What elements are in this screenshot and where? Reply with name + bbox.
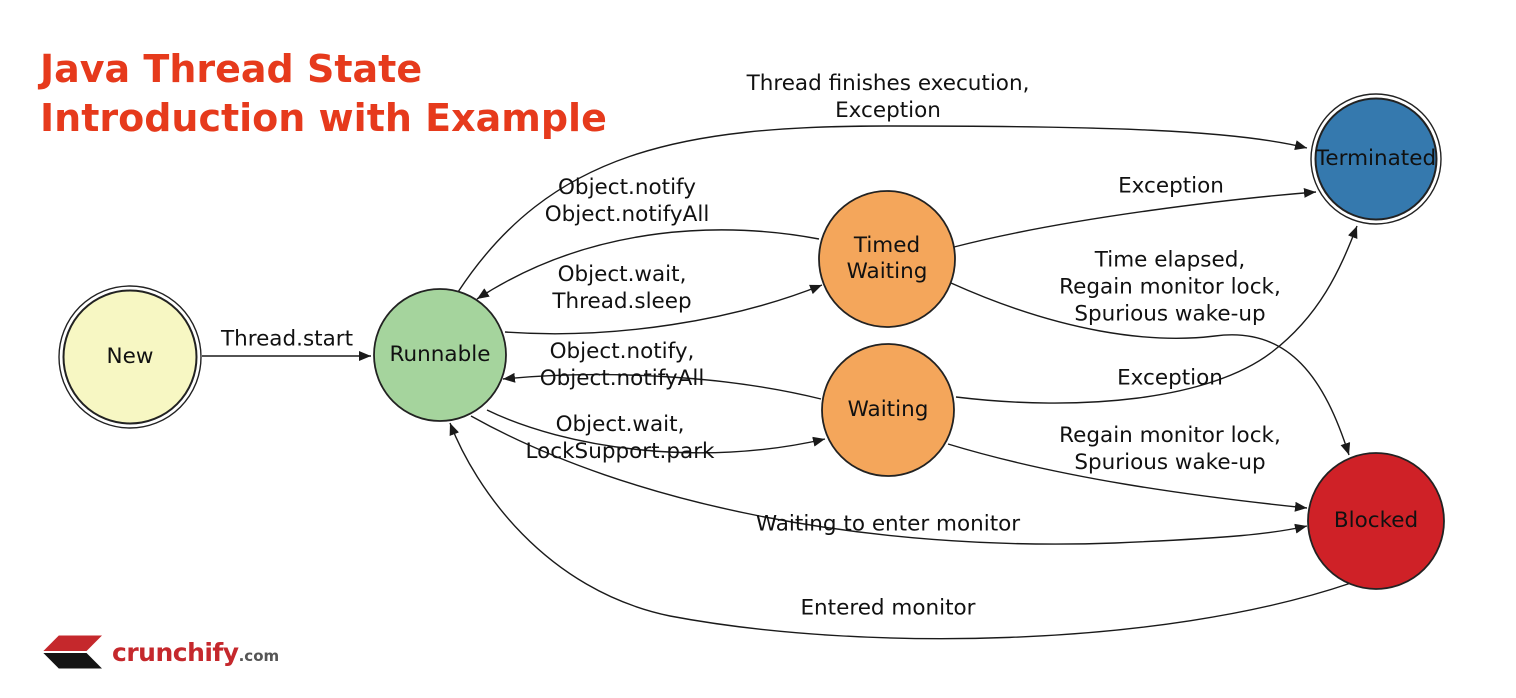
- node-runnable: [373, 288, 507, 422]
- node-new-outer-ring: [58, 285, 202, 429]
- page-title: Java Thread State Introduction with Exam…: [40, 47, 607, 140]
- node-timed-waiting-circle: [818, 190, 956, 328]
- edge-runnable-to-timedwaiting: [504, 284, 823, 335]
- edge-waiting-to-terminated: [955, 225, 1358, 404]
- edge-timedwaiting-to-terminated: [953, 187, 1317, 248]
- node-waiting: [821, 343, 955, 477]
- edge-label-exception-waiting: Exception: [1117, 365, 1223, 391]
- edge-runnable-to-waiting: [486, 409, 826, 454]
- node-blocked-circle: [1307, 452, 1445, 590]
- edge-runnable-to-terminated: [457, 125, 1308, 293]
- node-timed-waiting: [818, 190, 956, 328]
- node-terminated-circle: [1314, 97, 1438, 221]
- edge-label-exception-timed: Exception: [1118, 173, 1224, 199]
- edge-runnable-to-blocked: [470, 415, 1308, 545]
- edge-label-waiting-enter: Waiting to enter monitor: [755, 511, 1021, 537]
- node-waiting-label: Waiting: [847, 397, 929, 422]
- node-new: [58, 285, 202, 429]
- edge-timedwaiting-to-blocked: [950, 282, 1351, 456]
- node-runnable-label: Runnable: [389, 342, 491, 367]
- edge-waiting-to-runnable: [502, 372, 822, 400]
- node-new-label: New: [106, 344, 154, 369]
- edge-blocked-to-runnable: [449, 422, 1352, 640]
- edge-label-wait-park: Object.wait, LockSupport.park: [525, 412, 715, 464]
- crunchify-logo-text: crunchify .com: [112, 638, 279, 667]
- edge-waiting-to-blocked: [947, 443, 1308, 512]
- crunchify-logo: crunchify .com: [30, 634, 279, 670]
- edge-label-finishes-execution: Thread finishes execution, Exception: [746, 71, 1030, 123]
- node-runnable-circle: [373, 288, 507, 422]
- edge-label-thread-start: Thread.start: [220, 326, 354, 352]
- node-terminated-outer-ring: [1310, 93, 1442, 225]
- node-new-circle: [62, 289, 198, 425]
- logo-brand-text: crunchify: [112, 637, 239, 667]
- crunchify-chevron-icon: [43, 635, 102, 669]
- edge-timedwaiting-to-runnable: [476, 229, 820, 300]
- node-blocked: [1307, 452, 1445, 590]
- node-waiting-circle: [821, 343, 955, 477]
- node-terminated: [1310, 93, 1442, 225]
- edge-label-time-elapsed: Time elapsed, Regain monitor lock, Spuri…: [1059, 247, 1281, 327]
- edge-label-wait-sleep: Object.wait, Thread.sleep: [552, 262, 692, 314]
- node-terminated-label: Terminated: [1315, 146, 1437, 171]
- edge-label-notify-from-waiting: Object.notify, Object.notifyAll: [539, 339, 705, 391]
- edge-label-regain-monitor: Regain monitor lock, Spurious wake-up: [1059, 423, 1281, 475]
- edge-label-entered-monitor: Entered monitor: [800, 595, 976, 621]
- node-timed-waiting-label: Timed Waiting: [846, 233, 928, 284]
- edge-label-notify-from-timed: Object.notify Object.notifyAll: [544, 175, 710, 227]
- node-blocked-label: Blocked: [1333, 508, 1419, 533]
- logo-suffix-text: .com: [238, 646, 280, 665]
